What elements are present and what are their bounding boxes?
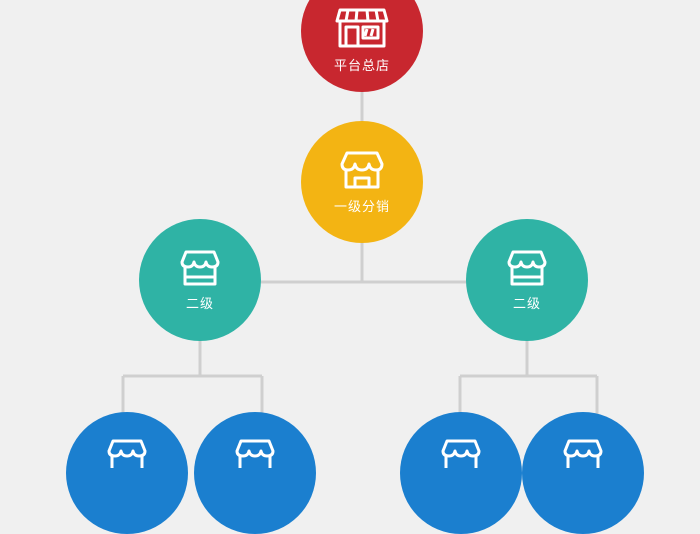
- shop-awning-icon: [107, 439, 147, 468]
- shop-awning-icon: [235, 439, 275, 468]
- level2-right-node: 二级: [466, 219, 588, 341]
- shop-awning-icon: [563, 439, 603, 468]
- shop-awning-icon: [507, 250, 547, 285]
- level1-label: 一级分销: [333, 199, 390, 215]
- level2-left-node: 二级: [139, 219, 261, 341]
- root-label: 平台总店: [333, 58, 390, 74]
- level3-node: [522, 412, 644, 534]
- storefront-icon: [335, 8, 389, 47]
- level3-node: [194, 412, 316, 534]
- shop-awning-icon: [340, 151, 384, 188]
- level2-right-label: 二级: [512, 296, 541, 312]
- level3-node: [66, 412, 188, 534]
- level3-node: [400, 412, 522, 534]
- level1-node: 一级分销: [301, 121, 423, 243]
- level2-left-label: 二级: [185, 296, 214, 312]
- shop-awning-icon: [180, 250, 220, 285]
- shop-awning-icon: [441, 439, 481, 468]
- distribution-tree-diagram: 平台总店 一级分销 二级: [66, 0, 644, 534]
